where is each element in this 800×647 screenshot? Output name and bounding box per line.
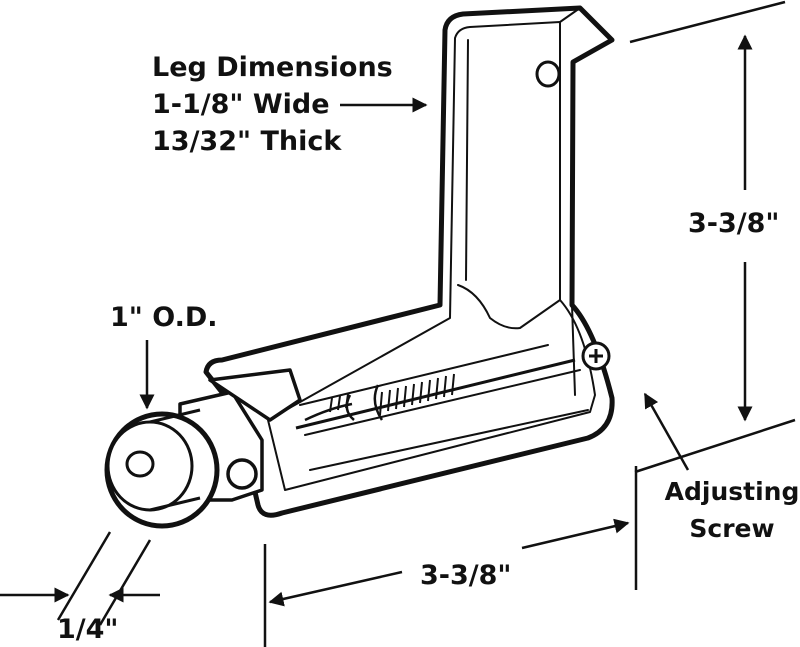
- length-dimension: [263, 466, 638, 647]
- length-label: 3-3/8": [420, 560, 512, 591]
- width-label: 1/4": [57, 614, 119, 645]
- height-dimension: [629, 0, 796, 474]
- adjusting-screw-shaft: [295, 358, 576, 430]
- width-dimension: [0, 531, 160, 626]
- leg-width-label: 1-1/8" Wide: [152, 89, 330, 120]
- height-label: 3-3/8": [688, 208, 780, 239]
- leg-dimensions-label: Leg Dimensions: [152, 52, 393, 83]
- adjusting-screw-label-line2: Screw: [689, 514, 775, 543]
- bracket-body: [203, 5, 615, 518]
- leg-thickness-label: 13/32" Thick: [152, 126, 342, 157]
- adjusting-screw-arrow: [643, 392, 690, 471]
- wheel-od-label: 1" O.D.: [110, 302, 218, 333]
- adjusting-screw-label-line1: Adjusting: [664, 477, 800, 506]
- screw-head: [581, 341, 611, 371]
- roller-wheel: [104, 408, 220, 529]
